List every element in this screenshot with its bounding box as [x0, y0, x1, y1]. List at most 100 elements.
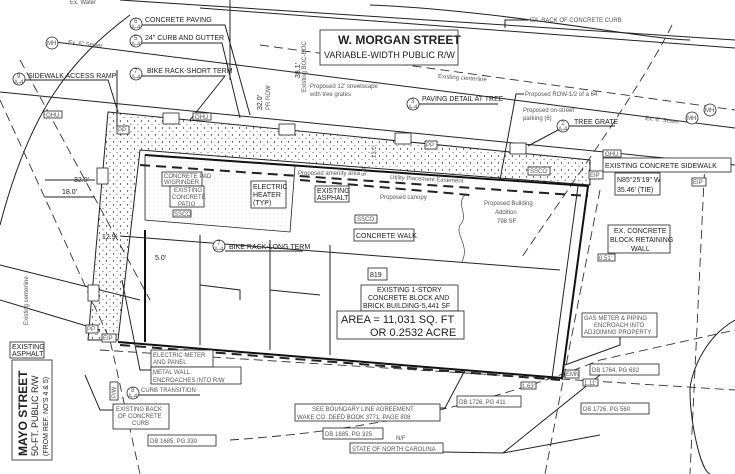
plan-label: Proposed on-street [523, 108, 574, 114]
plan-label: 12.9' [102, 234, 117, 241]
plan-label: EXISTING BACK [116, 407, 162, 413]
plan-label: 3 [411, 99, 415, 105]
plan-label: 5.0' [362, 167, 368, 177]
plan-label: ASPHALT [12, 351, 44, 358]
plan-label: Existing centerline [24, 276, 30, 325]
callout-curb-gutter: 5A-424" CURB AND GUTTER [129, 34, 241, 119]
plan-label: 0.51' [599, 256, 612, 262]
plan-label: 798 SF [497, 219, 517, 225]
plan-label: 1.11' [584, 381, 596, 387]
plan-label: MH [47, 41, 56, 47]
plan-label: ASPHALT [317, 195, 349, 202]
plan-label: Ex. Water [70, 0, 96, 6]
plan-label: A-4 [408, 105, 418, 111]
plan-label: 24" CURB AND GUTTER [145, 35, 224, 42]
plan-label: 18.0' [62, 189, 77, 196]
plan-label: 9 [17, 74, 21, 80]
plan-label: WALL [631, 246, 650, 253]
plan-label: WAKE CO. DEED BOOK 3771, PAGE 808 [297, 415, 411, 421]
plan-label: 32.0' [257, 95, 264, 110]
concrete-sidewalk [87, 111, 591, 341]
plan-label: ENCROACH INTO [594, 323, 645, 329]
plan-label: ELECTRIC [253, 184, 288, 191]
plan-label: ELECTRIC METER [153, 353, 206, 359]
plan-label: A-4 [131, 25, 141, 31]
dimensions: 32.0' 38.1' 32.0' 18.0' 12.9' 5.0' 0.51'… [45, 63, 616, 390]
plan-label: OR 0.2532 ACRE [370, 327, 456, 339]
plan-label: HEATER [253, 192, 281, 199]
street-name: MAYO STREET [16, 370, 30, 456]
plan-label: CONCRETE BLOCK AND [368, 295, 449, 302]
plan-label: EXISTING CONCRETE SIDEWALK [605, 163, 717, 170]
plan-label: PR ROW [266, 85, 272, 110]
plan-label: EIP [693, 180, 703, 186]
plan-label: 7 [134, 69, 138, 75]
plan-label: EXISTING [317, 188, 350, 195]
plan-label: EX. CONCRETE [614, 228, 667, 235]
plan-label: SSCO [357, 217, 374, 223]
plan-label: 819 [370, 272, 382, 279]
plan-label: OF CONCRETE [118, 414, 162, 420]
plan-label: EIP [590, 173, 600, 179]
plan-label: PP [426, 143, 434, 149]
plan-label: SEE BOUNDARY LINE AGREEMENT [312, 407, 414, 413]
street-desc: 50-FT. PUBLIC R/W [30, 375, 40, 456]
plan-label: CONCRETE PAD [164, 174, 212, 180]
plan-label: 1.63' [522, 384, 535, 390]
plan-label: OHU [46, 113, 59, 119]
street-desc: VARIABLE-WIDTH PUBLIC R/W [324, 50, 455, 60]
plan-label: ENCROACHES INTO R/W [153, 378, 225, 384]
plan-label: OHU [605, 152, 618, 158]
plan-label: P/W [112, 386, 118, 398]
plan-label: PAVING DETAIL AT TREE [422, 96, 504, 103]
plan-label: OHU [195, 115, 208, 121]
street-ref: (FROM REF. NO'S 4 & 5) [43, 377, 50, 456]
plan-label: Addition [495, 210, 517, 216]
plan-label: Proposed 12' streetscape [310, 84, 379, 90]
plan-label: 6 [134, 19, 138, 25]
plan-label: SIDEWALK ACCESS RAMP [28, 73, 117, 80]
plan-label: 8 [131, 388, 135, 394]
plan-label: Proposed canopy [380, 195, 427, 201]
deed-references: DB 1764, PG 682 DB 1726, PG 411 DB 1726,… [147, 363, 660, 447]
plan-label: 7 [217, 241, 221, 247]
plan-label: Proposed Building [484, 201, 533, 207]
plan-label: EMN [566, 372, 579, 378]
plan-label: A-4 [558, 127, 568, 133]
plan-label: BIKE RACK-LONG TERM [229, 244, 310, 251]
plan-label: 5.0' [155, 255, 166, 262]
plan-label: Proposed amenity area [298, 171, 361, 177]
plan-label: EXISTING [174, 188, 202, 194]
plan-label: 5 [134, 36, 138, 42]
plan-label: CURB [132, 421, 149, 427]
plan-label: METAL WALL [153, 370, 191, 376]
plan-label: GAS METER & PIPING [584, 316, 647, 322]
plan-label: (TYP) [253, 200, 271, 207]
plan-label: DB 1726, PG 411 [459, 400, 506, 406]
plan-label: Ex. 6" Sewer [68, 40, 103, 50]
plan-label: CONCRETE [172, 195, 206, 201]
plan-label: BLOCK RETAINING [610, 237, 673, 244]
street-title-mayo: MAYO STREET 50-FT. PUBLIC R/W (FROM REF.… [11, 359, 53, 461]
plan-label: DB 1685, PG 330 [150, 439, 198, 445]
plan-label: with tree grates [309, 92, 351, 98]
plan-label: BIKE RACK-SHORT TERM [147, 68, 233, 75]
plan-label: STATE OF NORTH CAROLINA [352, 447, 436, 453]
plan-label: 2 [561, 121, 565, 127]
plan-label: PATIO [178, 202, 195, 208]
plan-label: SSCO [174, 212, 191, 218]
plan-label: AND PANEL [153, 360, 187, 366]
plan-label: DB 1685, PG 325 [325, 432, 373, 438]
callout-paving-tree: 3A-4 PAVING DETAIL AT TREE [406, 96, 504, 111]
tree-grates [87, 112, 527, 302]
plan-label: 13.0' [372, 145, 378, 158]
street-title-morgan: W. MORGAN STREET VARIABLE-WIDTH PUBLIC R… [319, 29, 461, 66]
plan-label: W/GRINDER [164, 180, 200, 186]
